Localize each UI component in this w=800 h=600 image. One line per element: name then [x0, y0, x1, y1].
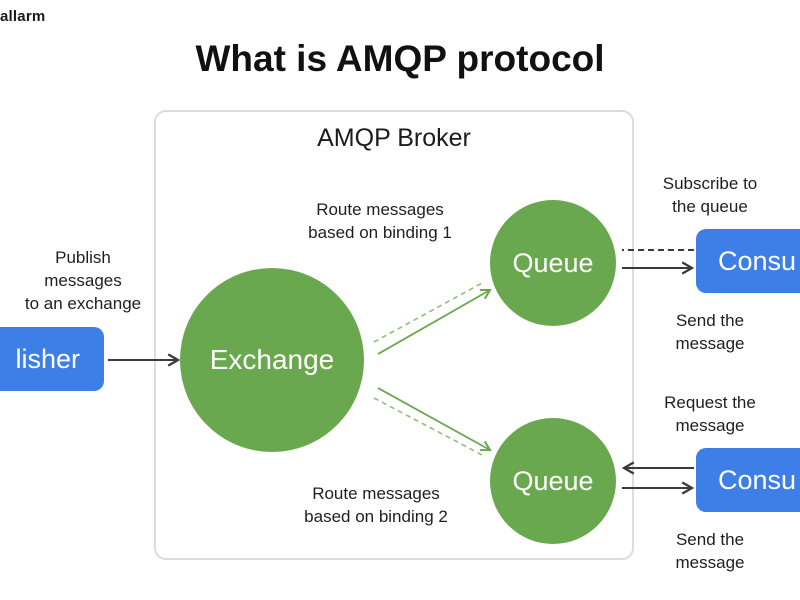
- send-note-line: Send the: [675, 530, 745, 549]
- request-note-line: message: [675, 416, 745, 435]
- exchange-label: Exchange: [209, 344, 335, 375]
- publisher-node: lisher: [0, 327, 104, 391]
- send-note-1: Send the message: [650, 309, 770, 355]
- route-arrow-2-dashed: [373, 397, 485, 457]
- consumer-label-2: Consu: [718, 464, 797, 495]
- route-arrow-1-dashed: [373, 281, 485, 343]
- send-note-2: Send the message: [650, 528, 770, 574]
- queue-node-2: Queue: [490, 418, 616, 544]
- consumer-node-2: Consu: [696, 448, 800, 512]
- publish-note-line: Publish: [55, 248, 111, 267]
- route-note-line: Route messages: [316, 200, 444, 219]
- route-note-1: Route messages based on binding 1: [290, 198, 470, 244]
- subscribe-note-line: the queue: [672, 197, 748, 216]
- exchange-node: Exchange: [180, 268, 364, 452]
- publish-note-line: messages: [44, 271, 122, 290]
- route-note-line: based on binding 2: [304, 507, 448, 526]
- queue-node-1: Queue: [490, 200, 616, 326]
- route-note-line: based on binding 1: [308, 223, 452, 242]
- request-note: Request the message: [644, 391, 776, 437]
- consumer-label-1: Consu: [718, 245, 797, 276]
- brand-logo-text: allarm: [0, 8, 46, 25]
- consumer-node-1: Consu: [696, 229, 800, 293]
- send-note-line: message: [675, 553, 745, 572]
- request-note-line: Request the: [664, 393, 756, 412]
- subscribe-note: Subscribe to the queue: [640, 172, 780, 218]
- route-note-2: Route messages based on binding 2: [286, 482, 466, 528]
- publish-note-line: to an exchange: [24, 294, 142, 313]
- send-note-line: Send the: [675, 311, 745, 330]
- route-arrow-1: [377, 288, 492, 355]
- publisher-label: lisher: [15, 343, 80, 374]
- subscribe-note-line: Subscribe to: [662, 174, 758, 193]
- queue-label-2: Queue: [512, 465, 594, 496]
- route-arrow-2: [377, 387, 492, 452]
- queue-label-1: Queue: [512, 247, 594, 278]
- publish-note: Publish messages to an exchange: [8, 246, 158, 315]
- page-title: What is AMQP protocol: [195, 38, 605, 79]
- broker-label: AMQP Broker: [317, 124, 471, 152]
- send-note-line: message: [675, 334, 745, 353]
- route-note-line: Route messages: [312, 484, 440, 503]
